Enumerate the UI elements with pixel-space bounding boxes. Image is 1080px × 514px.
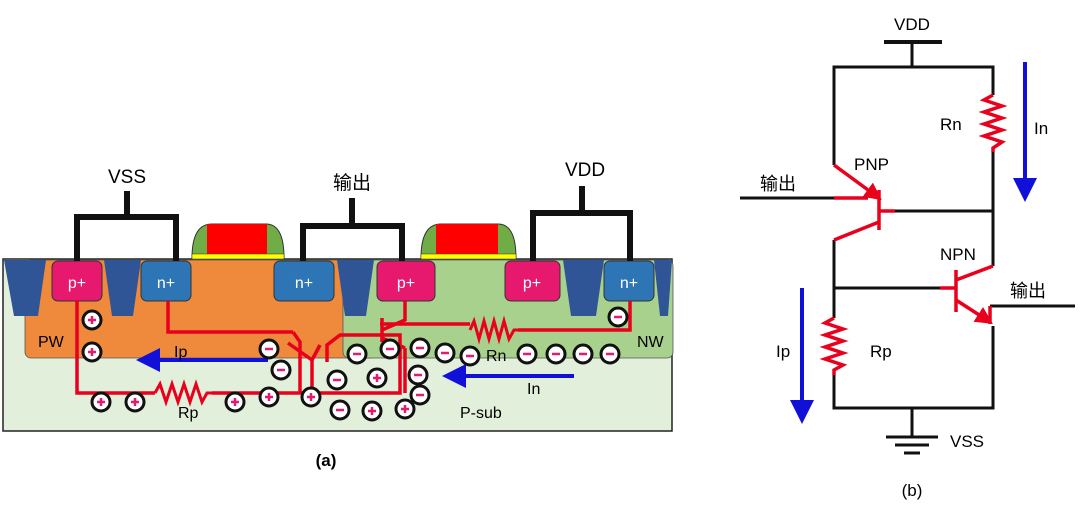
pw-label: PW [38, 334, 65, 351]
ground-icon [886, 435, 938, 455]
nmos-gate [191, 223, 285, 260]
panel-b-equivalent-circuit: VDD VSS [740, 15, 1075, 500]
in-label-b: In [1034, 119, 1048, 138]
electron-carrier [409, 384, 431, 406]
rp-label-b: Rp [870, 342, 892, 361]
hole-carrier [361, 400, 383, 422]
vss-label-a: VSS [108, 167, 146, 188]
hole-carrier [300, 386, 322, 408]
electron-carrier [434, 342, 456, 364]
hole-carrier [366, 367, 388, 389]
sti-4 [563, 260, 604, 316]
ip-label-a: Ip [174, 344, 187, 361]
vss-contact [74, 214, 179, 261]
rn-resistor-b [978, 93, 1008, 152]
p-plus-mid-label: p+ [397, 275, 415, 292]
electron-carrier [346, 343, 368, 365]
sti-2 [104, 260, 141, 316]
ip-label-b: Ip [776, 342, 790, 361]
carriers [81, 306, 629, 422]
electron-carrier [545, 343, 567, 365]
sti-3 [337, 260, 374, 316]
electron-carrier [607, 306, 629, 328]
n-plus-left-label: n+ [157, 275, 175, 292]
hole-carrier [394, 398, 416, 420]
electron-carrier [379, 338, 401, 360]
vdd-contact [530, 210, 633, 261]
output-left-label-b: 输出 [760, 174, 796, 194]
hole-carrier [81, 309, 103, 331]
psub-label: P-sub [460, 405, 502, 422]
electron-carrier [258, 338, 280, 360]
hole-carrier [224, 391, 246, 413]
panel-a-cross-section: VSS 输出 VDD p+ n+ n+ p+ p+ n+ PW NW P-sub… [2, 160, 674, 470]
electron-carrier [326, 369, 348, 391]
p-plus-right-label: p+ [523, 275, 541, 292]
hole-carrier [90, 391, 112, 413]
electron-carrier [572, 343, 594, 365]
sti-1 [4, 260, 46, 316]
sti-5 [654, 260, 672, 316]
pnp-transistor [832, 163, 895, 242]
output-label-a: 输出 [333, 172, 371, 194]
output-right-label-b: 输出 [1010, 281, 1046, 301]
output-contact [300, 223, 405, 261]
hole-carrier [124, 391, 146, 413]
electron-carrier [459, 345, 481, 367]
rn-label-b: Rn [940, 115, 962, 134]
p-plus-left-label: p+ [68, 275, 86, 292]
rp-resistor-b [819, 316, 849, 375]
electron-carrier [407, 364, 429, 386]
sti-regions [4, 260, 672, 316]
electron-carrier [409, 337, 431, 359]
vdd-label-a: VDD [565, 160, 605, 181]
npn-label: NPN [940, 245, 976, 264]
n-plus-right-label: n+ [620, 275, 638, 292]
caption-b: (b) [902, 481, 923, 500]
electron-carrier [270, 359, 292, 381]
caption-a: (a) [316, 451, 337, 470]
circuit-wires [740, 65, 1075, 436]
hole-carrier [81, 341, 103, 363]
metal-lines [74, 186, 633, 261]
hole-carrier [258, 386, 280, 408]
in-label-a: In [527, 381, 540, 398]
n-plus-mid-label: n+ [295, 275, 313, 292]
pnp-label: PNP [854, 155, 889, 174]
vss-label-b: VSS [950, 432, 984, 451]
vdd-label-b: VDD [894, 15, 930, 34]
rn-resistor [468, 315, 518, 345]
electron-carrier [599, 343, 621, 365]
rp-resistor [153, 379, 212, 407]
electron-carrier [516, 343, 538, 365]
electron-carrier [329, 399, 351, 421]
red-circuit-elements [819, 93, 1008, 375]
rp-label-a: Rp [178, 405, 199, 422]
rn-label-a: Rn [486, 348, 506, 365]
npn-transistor [940, 264, 994, 324]
n-plus-left [140, 260, 192, 302]
pmos-gate [420, 223, 517, 260]
nw-label: NW [637, 334, 665, 351]
